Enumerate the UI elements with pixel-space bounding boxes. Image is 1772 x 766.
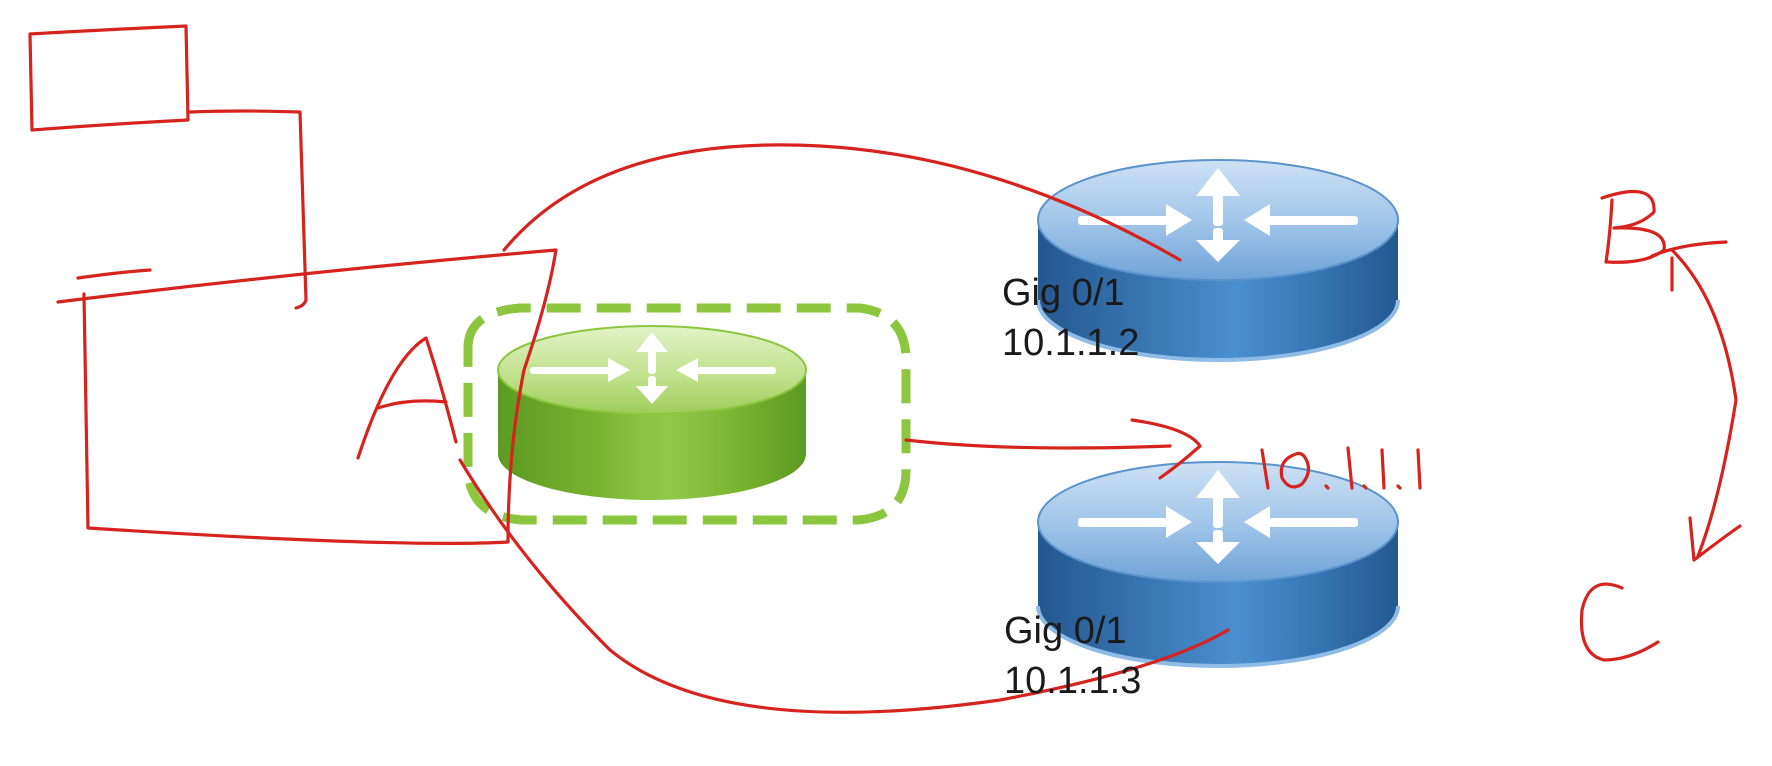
router-b-arrows-icon (1078, 168, 1358, 262)
router-c-ip: 10.1.1.3 (1004, 660, 1142, 702)
router-b-icon (1036, 159, 1400, 362)
path-to-router-b (502, 143, 1182, 262)
router-c-label: Gig 0/1 10.1.1.3 (1004, 606, 1141, 706)
router-c-interface: Gig 0/1 (1004, 610, 1127, 652)
handwritten-a-icon (356, 336, 458, 460)
ink-annotations (28, 24, 1742, 714)
virtual-router-dashed-outline (463, 303, 911, 525)
host-box-top (28, 24, 190, 132)
host-box-middle (76, 109, 308, 310)
path-to-router-c (458, 458, 1230, 714)
b-c-link-arrow-head-bottom (1688, 516, 1742, 562)
arrow-to-virtual-ip-head (1130, 418, 1202, 480)
handwritten-b-icon (1600, 189, 1666, 264)
router-c-arrows-icon (1078, 470, 1358, 564)
router-c-icon (1036, 461, 1400, 668)
arrow-to-virtual-ip (904, 438, 1172, 450)
virtual-router-icon (463, 303, 911, 525)
router-b-ip: 10.1.1.2 (1002, 322, 1140, 364)
handwritten-virtual-ip-icon (1260, 446, 1422, 490)
host-box-front (56, 248, 558, 545)
router-b-label: Gig 0/1 10.1.1.2 (1002, 268, 1139, 368)
router-b-interface: Gig 0/1 (1002, 272, 1125, 314)
handwritten-c-icon (1579, 582, 1660, 662)
virtual-router-arrows-icon (530, 332, 776, 404)
b-c-link-arrow (1670, 248, 1738, 558)
